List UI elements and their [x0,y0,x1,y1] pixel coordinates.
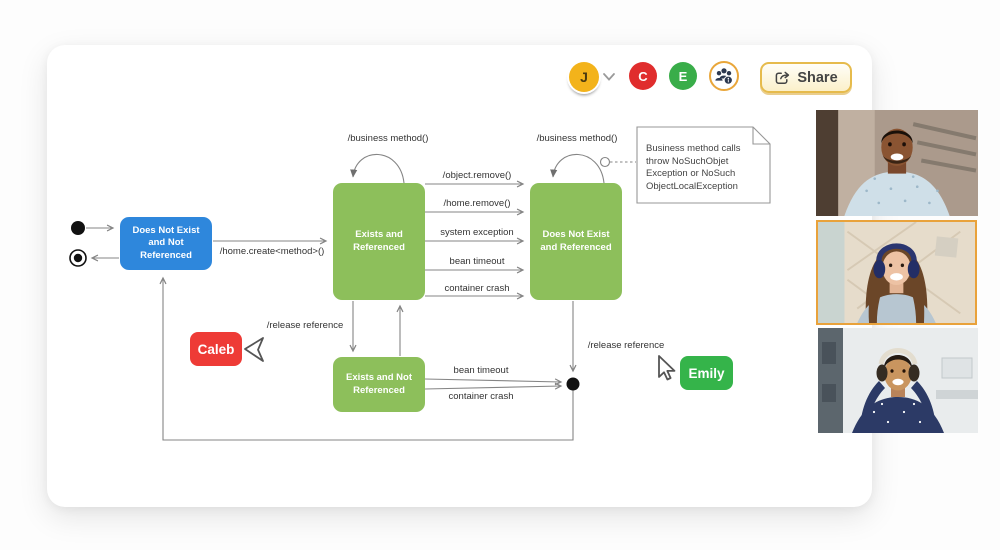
label-home-remove: /home.remove() [443,198,511,209]
participant-2-video [818,222,975,323]
label-home-create: /home.create<method>() [219,246,325,257]
chevron-down-icon[interactable] [602,72,616,82]
video-tile-participant-3[interactable] [818,328,978,433]
video-tile-participant-2-active[interactable] [816,220,977,325]
label-system-exception: system exception [440,227,514,238]
label-container-crash-top: container crash [444,283,510,294]
whiteboard-canvas[interactable] [47,45,872,507]
label-business-method-right: /business method() [536,133,618,144]
collaborator-avatar-c[interactable]: C [629,62,657,90]
uml-note[interactable]: Business method calls throw NoSuchObjet … [646,143,741,192]
collaborator-avatar-e[interactable]: E [669,62,697,90]
user-avatar[interactable]: J [569,62,599,92]
share-button-label: Share [797,69,838,86]
label-bean-timeout-top: bean timeout [449,256,505,267]
label-container-crash-bottom: container crash [448,391,514,402]
presence-tag-caleb: Caleb [190,332,242,366]
state-exists-and-referenced[interactable]: Exists and Referenced [333,183,425,300]
state-does-not-exist-not-referenced[interactable]: Does Not Exist and Not Referenced [120,217,212,270]
label-bean-timeout-bottom: bean timeout [453,365,509,376]
group-people-icon [715,68,733,85]
state-does-not-exist-and-referenced[interactable]: Does Not Exist and Referenced [530,183,622,300]
state-exists-and-not-referenced[interactable]: Exists and Not Referenced [333,357,425,412]
label-release-reference-left: /release reference [266,320,344,331]
participants-button[interactable] [709,61,739,91]
presence-tag-emily: Emily [680,356,733,390]
label-release-reference-right: /release reference [587,340,665,351]
caleb-cursor-icon [244,337,264,362]
share-button[interactable]: Share [760,62,852,93]
emily-cursor-icon [658,355,676,381]
video-tile-participant-1[interactable] [816,110,978,216]
participant-1-video [816,110,978,216]
participant-3-video [818,328,978,433]
label-object-remove: /object.remove() [442,170,512,181]
share-icon [775,71,790,84]
label-business-method-left: /business method() [347,133,429,144]
